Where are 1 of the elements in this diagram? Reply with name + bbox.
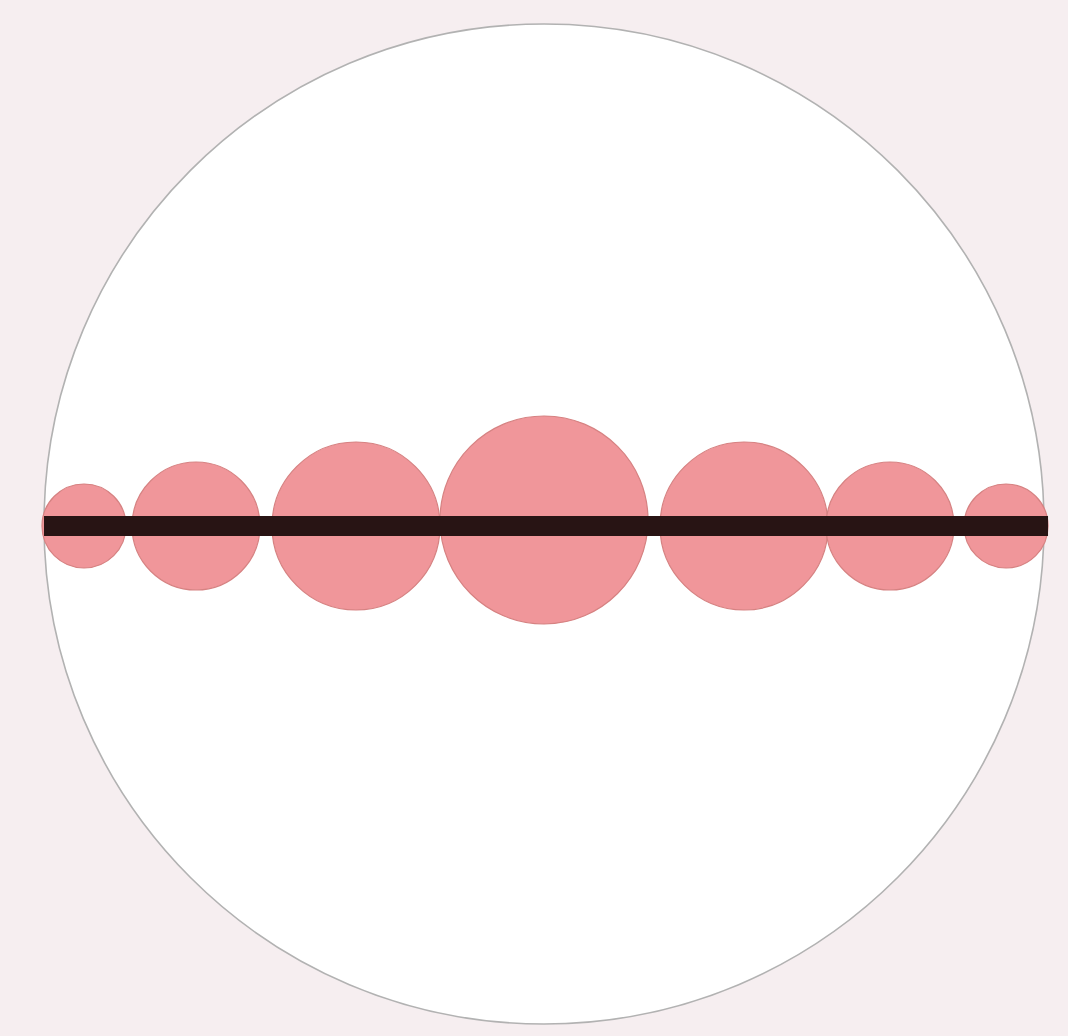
rod-bar	[44, 516, 1049, 536]
